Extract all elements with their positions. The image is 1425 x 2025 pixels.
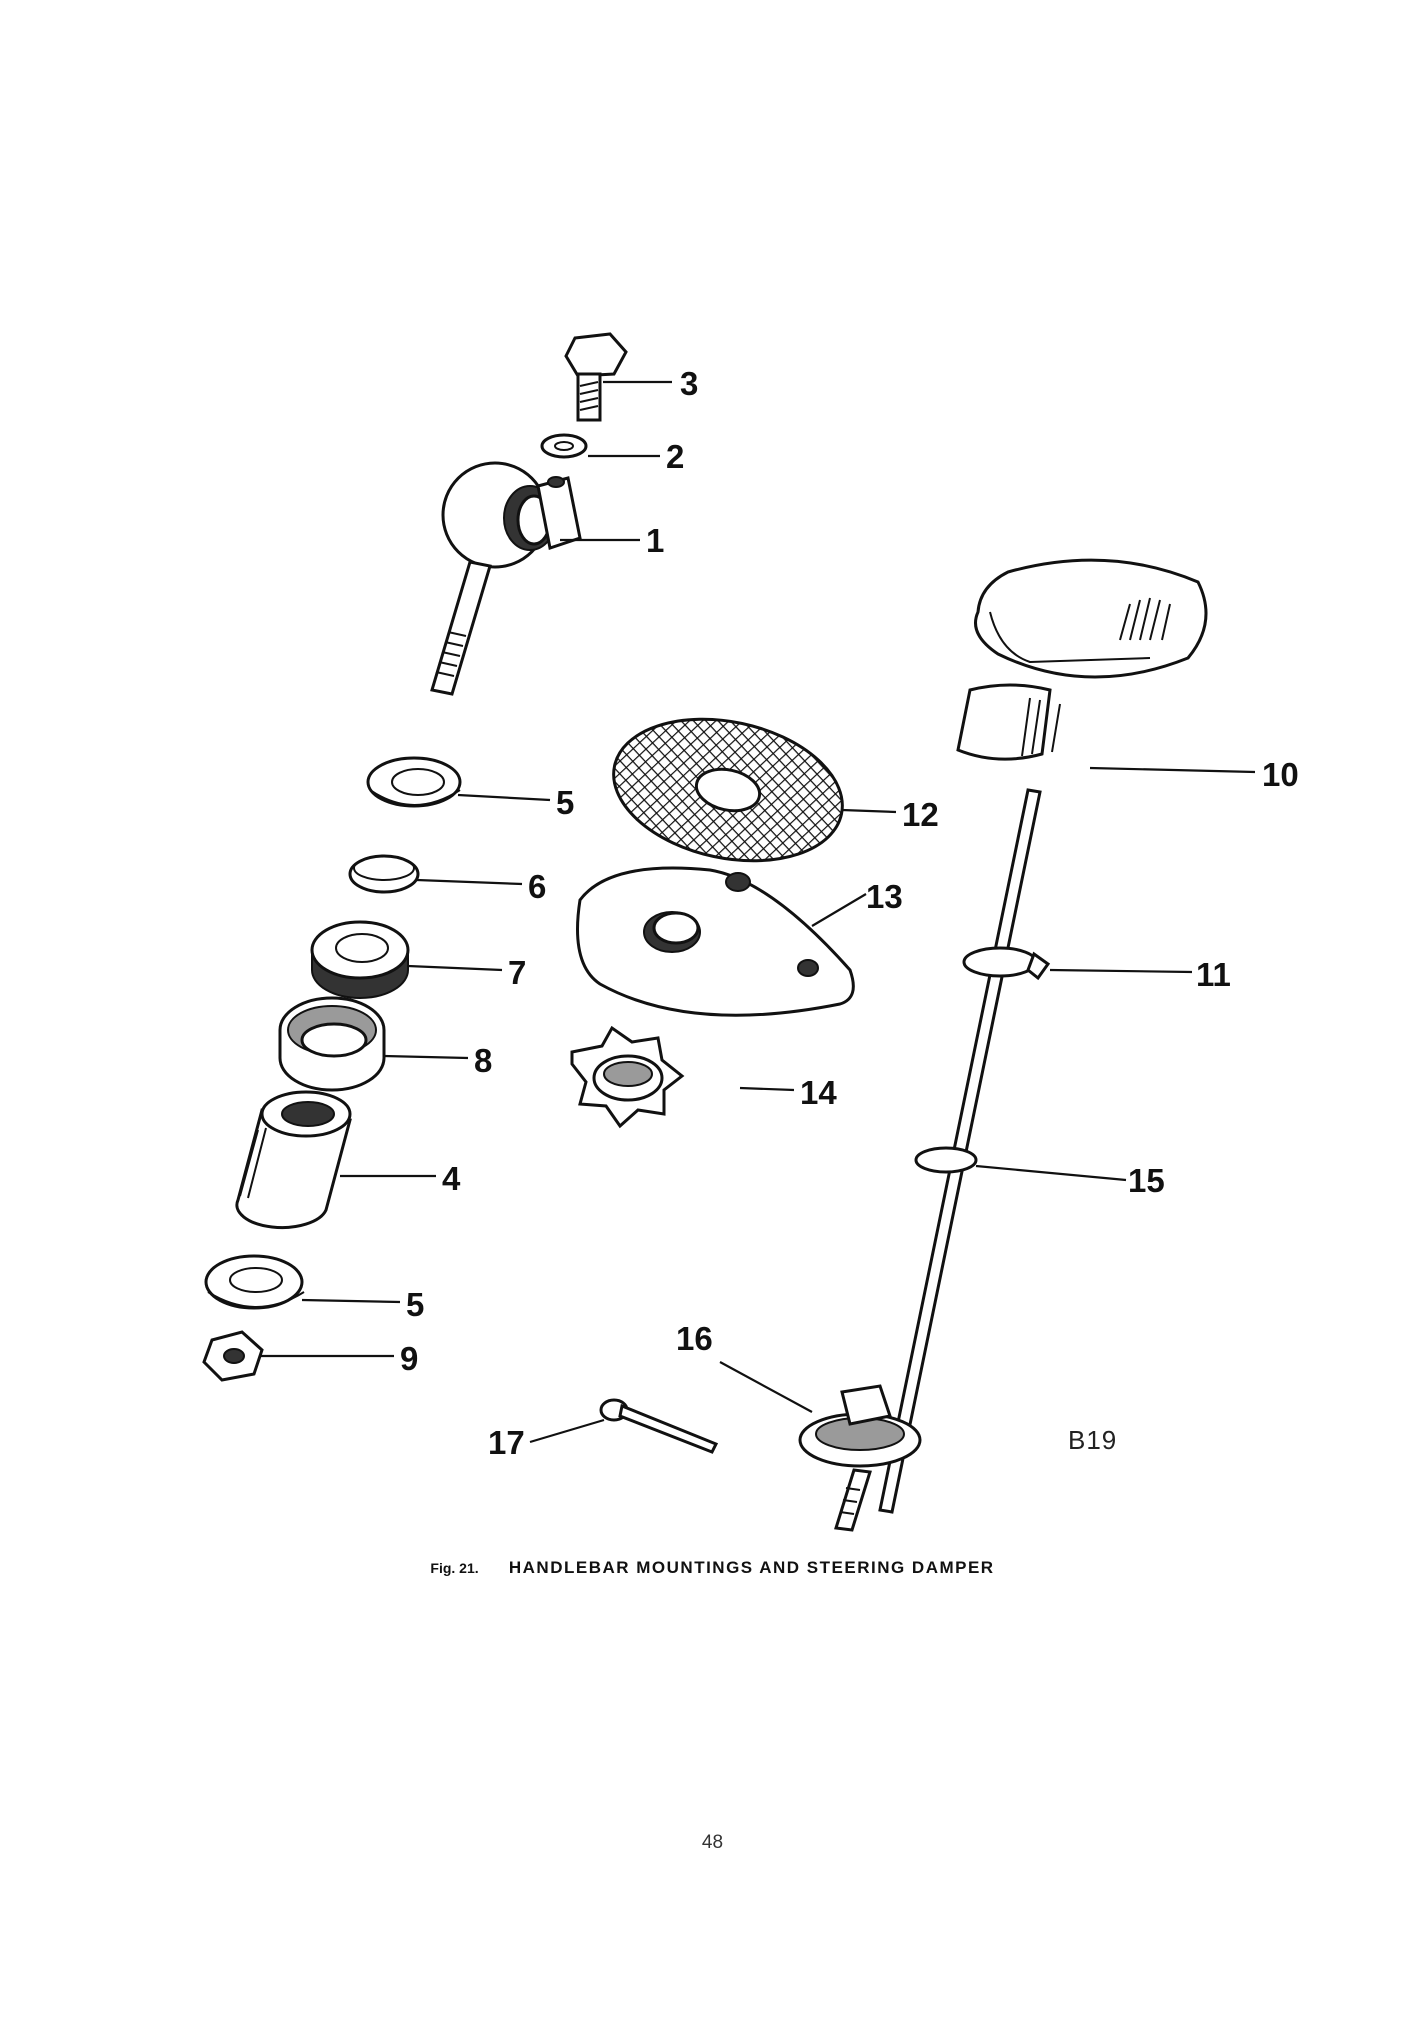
callout-14: 14 — [800, 1074, 837, 1111]
callout-10: 10 — [1262, 756, 1299, 793]
callout-11: 11 — [1196, 956, 1231, 993]
part-2-washer — [540, 433, 588, 459]
callout-8: 8 — [474, 1042, 492, 1079]
part-15-washer — [914, 1146, 978, 1174]
figure-caption: Fig. 21. HANDLEBAR MOUNTINGS AND STEERIN… — [0, 1558, 1425, 1578]
part-17-split-pin — [599, 1398, 719, 1454]
callout-6: 6 — [528, 868, 546, 905]
callout-17: 17 — [488, 1424, 525, 1461]
callout-4: 4 — [442, 1160, 461, 1197]
leader-13 — [811, 893, 867, 927]
leader-11 — [1049, 968, 1193, 974]
part-10-damper-knob — [878, 558, 1208, 1514]
callout-16: 16 — [676, 1320, 713, 1357]
leader-16 — [719, 1361, 813, 1413]
callout-1: 1 — [646, 522, 664, 559]
part-1-clamp-bolt — [430, 461, 582, 696]
callout-9: 9 — [400, 1340, 418, 1377]
part-5-cup-washer-lower — [204, 1254, 305, 1310]
part-9-nut — [202, 1330, 264, 1382]
callout-7: 7 — [508, 954, 526, 991]
leader-10 — [1089, 766, 1256, 774]
leader-5a — [457, 793, 551, 802]
leader-15 — [975, 1164, 1127, 1182]
callout-2: 2 — [666, 438, 684, 475]
figure-title: HANDLEBAR MOUNTINGS AND STEERING DAMPER — [508, 1558, 995, 1577]
leader-12 — [841, 808, 897, 814]
leader-6 — [416, 878, 523, 886]
callout-5b: 5 — [406, 1286, 424, 1323]
callout-5a: 5 — [556, 784, 574, 821]
part-12-friction-disc — [612, 717, 844, 863]
leader-7 — [407, 964, 503, 972]
part-13-anchor-plate — [576, 866, 855, 1017]
callout-3: 3 — [680, 365, 698, 402]
figure-number: Fig. 21. — [430, 1560, 479, 1576]
part-4-rubber-bush — [235, 1090, 352, 1230]
part-11-spring-washer — [962, 946, 1051, 981]
part-3-bolt — [564, 332, 628, 422]
part-5-cup-washer-upper — [366, 756, 462, 808]
part-14-star-washer — [570, 1025, 685, 1129]
part-16-nut-washer — [798, 1384, 922, 1532]
part-7-rubber-ring — [310, 920, 410, 999]
part-8-bush-cup — [278, 996, 386, 1092]
page-number: 48 — [701, 1832, 724, 1853]
drawing-code: B19 — [1068, 1425, 1118, 1455]
callout-12: 12 — [902, 796, 939, 833]
callout-15: 15 — [1128, 1162, 1165, 1199]
leader-5b — [301, 1298, 401, 1304]
leader-14 — [739, 1086, 795, 1092]
part-6-sleeve — [348, 854, 420, 894]
callout-13: 13 — [866, 878, 903, 915]
leader-17 — [529, 1418, 605, 1444]
leader-8 — [383, 1054, 469, 1060]
